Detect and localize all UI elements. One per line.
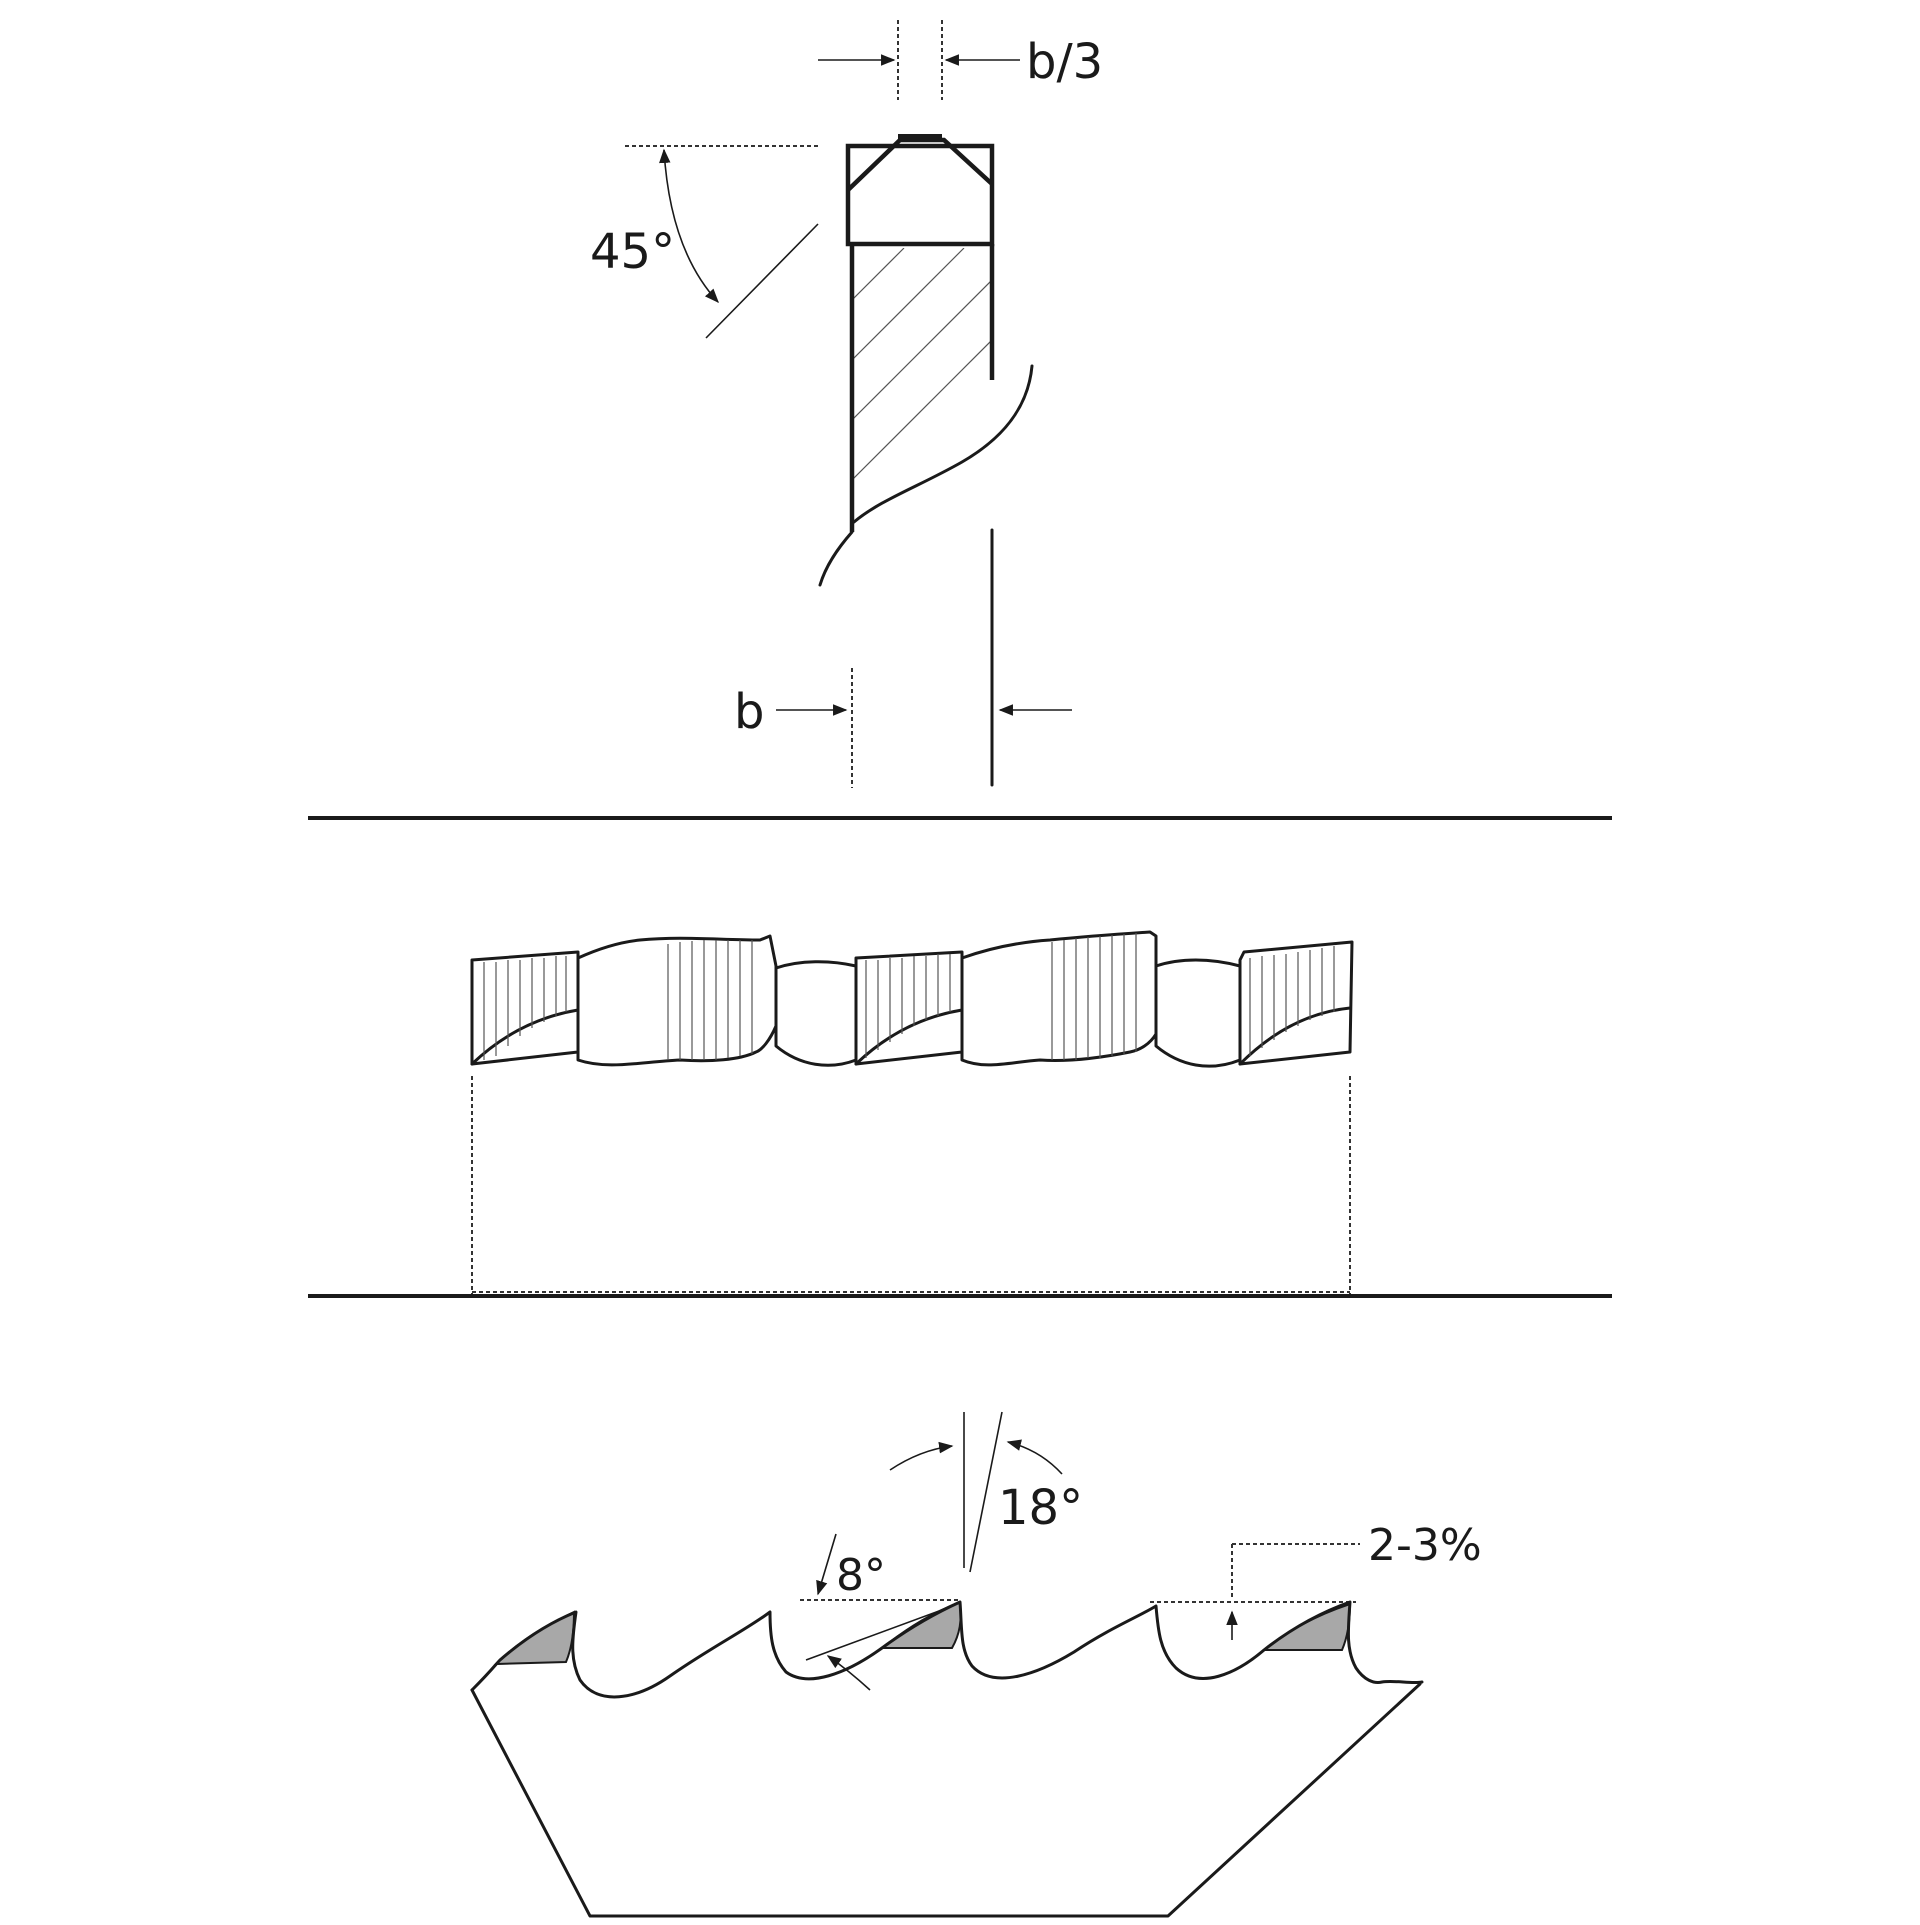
- thickness-label: b: [734, 684, 764, 740]
- set-tooth-left-hatching: [483, 956, 567, 1060]
- clearance-arrow-bottom: [826, 1655, 871, 1691]
- gullet-2: [1154, 958, 1242, 1068]
- set-tooth-right-curve: [1238, 1006, 1352, 1066]
- tooth-tip-3: [1261, 1602, 1352, 1651]
- clearance-angle-label: 8°: [836, 1550, 886, 1601]
- tooth-tip-1: [493, 1610, 576, 1666]
- bevel-angle-label: 45°: [590, 224, 675, 280]
- gullet-1: [774, 960, 858, 1067]
- set-tooth-middle-curve: [854, 1008, 964, 1066]
- tooth-set-top-view: [470, 930, 1354, 1294]
- set-width-label: b/3: [1026, 34, 1103, 90]
- blade-cross-section: b/3 45° b: [590, 20, 1103, 788]
- break-line-lower: [818, 530, 854, 587]
- hook-angle-line: [969, 1411, 1003, 1573]
- break-line-upper: [852, 364, 1034, 524]
- raker-tooth-1: [576, 934, 778, 1067]
- tooth-profile-side-view: 18° 8° 2-3%: [470, 1411, 1482, 1918]
- bevel-angle-arc: [659, 148, 719, 304]
- tooth-profile-outline: [470, 1600, 1424, 1699]
- raker-tooth-1-hatching: [667, 940, 753, 1060]
- bevel-angle-line: [705, 223, 819, 339]
- tooth-blade-body: [470, 1682, 1422, 1918]
- clearance-angle-line: [805, 1603, 959, 1661]
- tip-drop-label: 2-3%: [1368, 1520, 1482, 1571]
- tooth-tip-section: [845, 143, 995, 247]
- set-tooth-middle: [854, 950, 964, 1066]
- set-tooth-right: [1238, 940, 1354, 1066]
- set-tooth-middle-hatching: [865, 954, 951, 1058]
- hook-angle-arrow-right: [1006, 1439, 1063, 1475]
- hook-angle-label: 18°: [998, 1480, 1083, 1536]
- clearance-arrow-top: [816, 1533, 837, 1596]
- set-tooth-left: [470, 950, 580, 1066]
- raker-tooth-2: [960, 930, 1158, 1067]
- set-tooth-left-curve: [470, 1008, 580, 1066]
- set-tooth-right-hatching: [1249, 946, 1335, 1056]
- hook-angle-arrow-left: [889, 1441, 954, 1471]
- raker-tooth-2-hatching: [1051, 933, 1137, 1060]
